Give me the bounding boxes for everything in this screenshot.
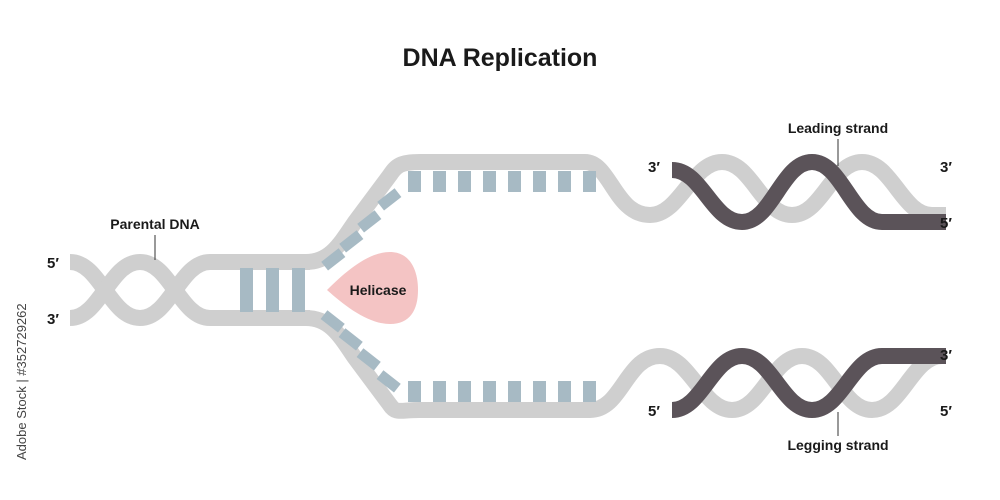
base-pair <box>458 381 471 402</box>
base-pair <box>338 328 363 351</box>
lower-base-pairs <box>408 381 596 402</box>
lower-left-end-label: 5′ <box>648 403 660 420</box>
helicase-label: Helicase <box>350 282 407 298</box>
base-pair <box>339 230 364 253</box>
legging-strand-label: Legging strand <box>787 437 888 453</box>
base-pair <box>377 188 402 211</box>
upper-base-pairs <box>408 171 596 192</box>
diagram-title: DNA Replication <box>403 44 598 72</box>
base-pair <box>483 381 496 402</box>
upper-right-bottom-end-label: 5′ <box>940 215 952 232</box>
parental-top-end-label: 5′ <box>47 255 59 272</box>
parental-strand-b <box>68 254 310 326</box>
base-pair <box>266 268 279 312</box>
legging-strand <box>670 347 946 419</box>
base-pair <box>240 268 253 312</box>
lower-right-top-end-label: 3′ <box>940 347 952 364</box>
base-pair <box>320 310 345 333</box>
parental-bottom-end-label: 3′ <box>47 311 59 328</box>
helicase-enzyme <box>327 252 418 324</box>
upper-template-strand <box>305 154 946 270</box>
upper-diagonal-base-pairs <box>321 188 402 271</box>
base-pair <box>508 381 521 402</box>
base-pair <box>458 171 471 192</box>
parental-strand-a <box>68 254 310 326</box>
base-pair <box>321 248 346 271</box>
base-pair <box>292 268 305 312</box>
base-pair <box>558 381 571 402</box>
parental-dna-helix <box>68 254 310 326</box>
base-pair <box>508 171 521 192</box>
upper-left-end-label: 3′ <box>648 159 660 176</box>
base-pair <box>583 381 596 402</box>
lower-template-strand <box>305 310 950 419</box>
leading-strand-label: Leading strand <box>788 120 888 136</box>
parental-dna-label: Parental DNA <box>110 216 199 232</box>
base-pair <box>583 171 596 192</box>
base-pair <box>433 171 446 192</box>
base-pair <box>433 381 446 402</box>
base-pair <box>483 171 496 192</box>
base-pair <box>408 171 421 192</box>
base-pair <box>408 381 421 402</box>
lower-diagonal-base-pairs <box>320 310 401 393</box>
upper-right-top-end-label: 3′ <box>940 159 952 176</box>
leading-strand <box>670 153 946 231</box>
base-pair <box>357 210 382 233</box>
base-pair <box>558 171 571 192</box>
base-pair <box>533 381 546 402</box>
base-pair <box>356 348 381 371</box>
lower-right-bottom-end-label: 5′ <box>940 403 952 420</box>
stock-watermark: Adobe Stock | #352729262 <box>14 303 29 460</box>
parental-base-pairs <box>240 268 305 312</box>
base-pair <box>376 370 401 393</box>
base-pair <box>533 171 546 192</box>
